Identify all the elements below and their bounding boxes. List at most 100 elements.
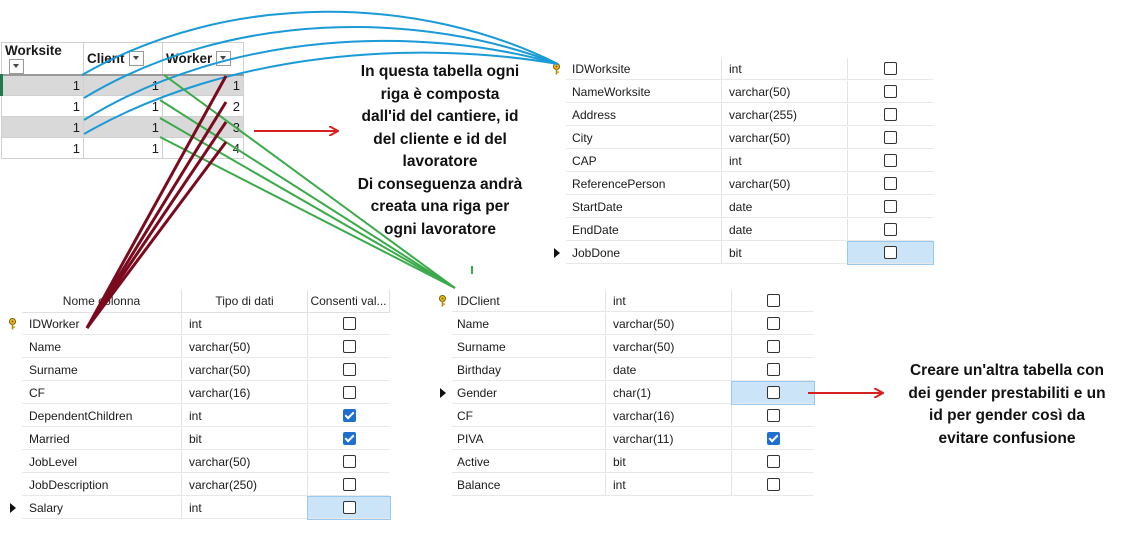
allow-nulls-checkbox[interactable]	[884, 85, 897, 99]
column-name-cell[interactable]: IDClient	[452, 290, 606, 312]
row-selector[interactable]	[434, 290, 452, 313]
column-name-cell[interactable]: JobDone	[566, 242, 722, 264]
table-row[interactable]: 1 1 2	[1, 95, 244, 118]
data-type-cell[interactable]: varchar(50)	[182, 451, 308, 473]
allow-nulls-checkbox[interactable]	[884, 177, 897, 191]
filter-dropdown-icon[interactable]	[9, 58, 24, 74]
column-name-cell[interactable]: Name	[452, 313, 606, 335]
allow-nulls-checkbox[interactable]	[766, 386, 780, 400]
allow-nulls-header[interactable]: Consenti val...	[308, 290, 390, 313]
allow-nulls-checkbox[interactable]	[884, 62, 897, 76]
data-type-cell[interactable]: date	[606, 359, 732, 381]
data-type-cell[interactable]: int	[606, 474, 732, 496]
column-name-cell[interactable]: Active	[452, 451, 606, 473]
allow-nulls-checkbox[interactable]	[766, 409, 780, 423]
data-type-cell[interactable]: varchar(250)	[182, 474, 308, 496]
column-name-cell[interactable]: Balance	[452, 474, 606, 496]
column-name-cell[interactable]: City	[566, 127, 722, 149]
cell-client[interactable]: 1	[83, 116, 163, 139]
column-name-cell[interactable]: ReferencePerson	[566, 173, 722, 195]
data-type-cell[interactable]: varchar(50)	[182, 336, 308, 358]
column-name-cell[interactable]: NameWorksite	[566, 81, 722, 103]
data-type-cell[interactable]: varchar(50)	[606, 313, 732, 335]
column-name-cell[interactable]: PIVA	[452, 428, 606, 450]
filter-dropdown-icon[interactable]	[128, 51, 144, 67]
allow-nulls-checkbox[interactable]	[884, 154, 897, 168]
data-type-cell[interactable]: int	[182, 405, 308, 427]
row-selector[interactable]	[548, 242, 566, 265]
column-name-cell[interactable]: CAP	[566, 150, 722, 172]
allow-nulls-checkbox[interactable]	[766, 317, 780, 331]
row-selector[interactable]	[4, 497, 22, 520]
allow-nulls-checkbox[interactable]	[766, 294, 780, 308]
column-name-cell[interactable]: CF	[452, 405, 606, 427]
data-type-cell[interactable]: varchar(255)	[722, 104, 848, 126]
column-header-worksite[interactable]: Worksite	[1, 41, 84, 76]
cell-worksite[interactable]: 1	[0, 74, 84, 97]
data-type-cell[interactable]: varchar(11)	[606, 428, 732, 450]
data-type-cell[interactable]: int	[606, 290, 732, 312]
data-type-cell[interactable]: int	[722, 150, 848, 172]
data-type-cell[interactable]: int	[722, 58, 848, 80]
allow-nulls-checkbox[interactable]	[342, 363, 356, 377]
allow-nulls-checkbox[interactable]	[766, 432, 780, 446]
data-type-header[interactable]: Tipo di dati	[182, 290, 308, 313]
column-name-cell[interactable]: JobDescription	[22, 474, 182, 496]
column-name-cell[interactable]: DependentChildren	[22, 405, 182, 427]
column-name-cell[interactable]: Address	[566, 104, 722, 126]
data-type-cell[interactable]: varchar(50)	[606, 336, 732, 358]
allow-nulls-checkbox[interactable]	[884, 108, 897, 122]
column-name-cell[interactable]: JobLevel	[22, 451, 182, 473]
allow-nulls-checkbox[interactable]	[884, 200, 897, 214]
allow-nulls-checkbox[interactable]	[342, 455, 356, 469]
data-type-cell[interactable]: varchar(16)	[606, 405, 732, 427]
data-type-cell[interactable]: bit	[722, 242, 848, 264]
column-name-cell[interactable]: Name	[22, 336, 182, 358]
allow-nulls-checkbox[interactable]	[342, 409, 356, 423]
data-type-cell[interactable]: varchar(50)	[722, 127, 848, 149]
allow-nulls-checkbox[interactable]	[342, 478, 356, 492]
data-type-cell[interactable]: bit	[182, 428, 308, 450]
column-name-cell[interactable]: CF	[22, 382, 182, 404]
column-name-cell[interactable]: Married	[22, 428, 182, 450]
column-name-cell[interactable]: Salary	[22, 497, 182, 519]
column-name-cell[interactable]: Birthday	[452, 359, 606, 381]
row-selector[interactable]	[4, 313, 22, 336]
allow-nulls-checkbox[interactable]	[766, 363, 780, 377]
column-name-cell[interactable]: Surname	[22, 359, 182, 381]
allow-nulls-checkbox[interactable]	[766, 455, 780, 469]
allow-nulls-checkbox[interactable]	[342, 386, 356, 400]
data-type-cell[interactable]: varchar(50)	[722, 173, 848, 195]
table-row[interactable]: 1 1 1	[0, 74, 244, 97]
allow-nulls-checkbox[interactable]	[342, 501, 356, 515]
data-type-cell[interactable]: varchar(50)	[182, 359, 308, 381]
column-name-cell[interactable]: IDWorksite	[566, 58, 722, 80]
allow-nulls-checkbox[interactable]	[884, 131, 897, 145]
data-type-cell[interactable]: varchar(16)	[182, 382, 308, 404]
data-type-cell[interactable]: bit	[606, 451, 732, 473]
data-type-cell[interactable]: varchar(50)	[722, 81, 848, 103]
cell-worksite[interactable]: 1	[1, 116, 84, 139]
